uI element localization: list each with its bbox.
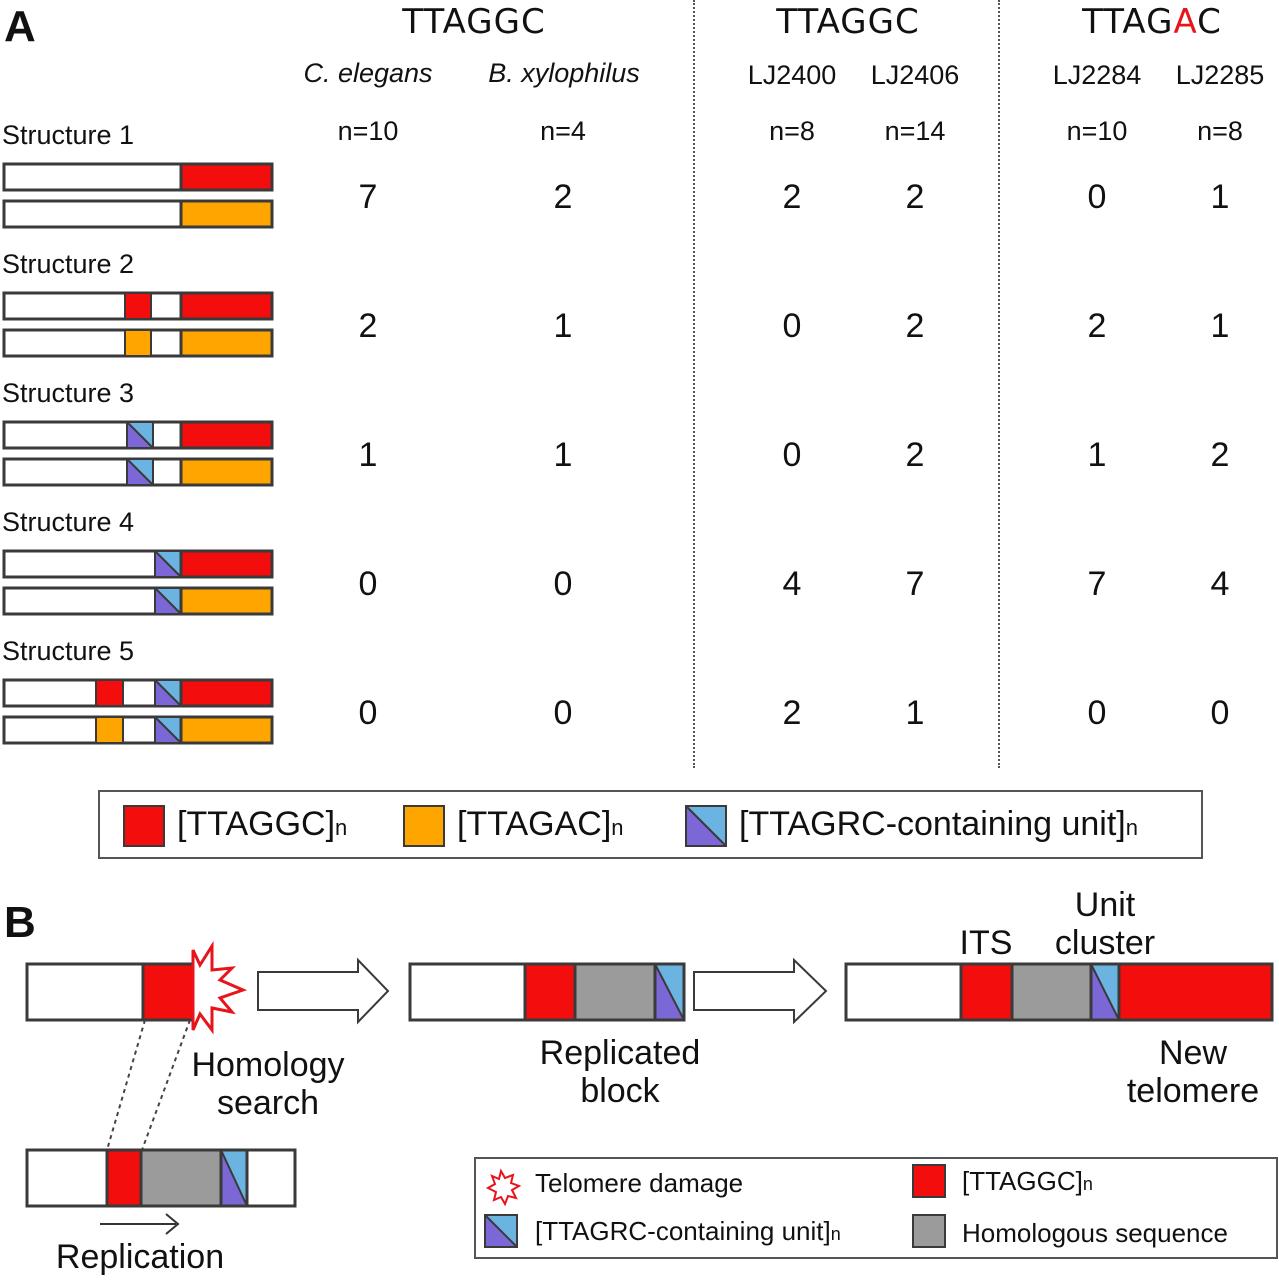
count-cell: 2 xyxy=(782,694,802,732)
count-cell: 1 xyxy=(1087,436,1107,474)
damaged-chromosome xyxy=(25,940,248,1035)
replicated-chromosome xyxy=(408,962,686,1022)
count-cell: 0 xyxy=(358,694,378,732)
count-cell: 2 xyxy=(358,307,378,345)
count-cell: 0 xyxy=(782,436,802,474)
count-cell: 0 xyxy=(1087,178,1107,216)
legend-ttagac: [TTAGAC]n xyxy=(457,805,624,843)
group-header-2: TTAGGC xyxy=(776,2,920,42)
column-n: n=10 xyxy=(1066,116,1128,146)
homology-line xyxy=(141,1019,191,1151)
process-arrow xyxy=(693,957,828,1025)
column-n: n=14 xyxy=(884,116,946,146)
count-cell: 2 xyxy=(782,178,802,216)
homologous-swatch xyxy=(912,1214,946,1248)
group-divider xyxy=(693,0,695,768)
replication-arrow xyxy=(100,1213,180,1235)
count-cell: 1 xyxy=(905,694,925,732)
count-cell: 4 xyxy=(782,565,802,603)
ttaggc-swatch xyxy=(912,1164,946,1198)
count-cell: 1 xyxy=(1210,178,1230,216)
count-cell: 1 xyxy=(553,436,573,474)
telomere-damage-icon xyxy=(485,1168,522,1207)
count-cell: 2 xyxy=(553,178,573,216)
column-n: n=10 xyxy=(337,116,399,146)
count-cell: 0 xyxy=(553,565,573,603)
count-cell: 7 xyxy=(358,178,378,216)
count-cell: 2 xyxy=(905,436,925,474)
group-header-1: TTAGGC xyxy=(402,2,546,42)
structure-title: Structure 3 xyxy=(2,378,135,408)
structure-2-bars xyxy=(2,291,274,358)
legend-ttaggc: [TTAGGC]n xyxy=(962,1166,1093,1196)
column-name: B. xylophilus xyxy=(488,58,640,88)
group-header-3: TTAGAC xyxy=(1082,2,1222,42)
count-cell: 0 xyxy=(553,694,573,732)
count-cell: 0 xyxy=(358,565,378,603)
count-cell: 2 xyxy=(905,178,925,216)
template-chromosome xyxy=(25,1148,297,1208)
structure-title: Structure 1 xyxy=(2,120,135,150)
ttaggc-swatch xyxy=(123,805,165,847)
column-n: n=8 xyxy=(1197,116,1243,146)
column-name: LJ2406 xyxy=(870,60,960,90)
homology-line xyxy=(106,1019,146,1151)
its-label: ITS xyxy=(959,924,1013,962)
structure-4-bars xyxy=(2,549,274,616)
count-cell: 0 xyxy=(1087,694,1107,732)
panel-a-legend-box xyxy=(98,790,1203,859)
structure-3-bars xyxy=(2,420,274,487)
structure-title: Structure 4 xyxy=(2,507,135,537)
replication-label: Replication xyxy=(55,1238,225,1276)
unit-swatch xyxy=(484,1214,518,1248)
count-cell: 0 xyxy=(782,307,802,345)
new-telomere-chromosome xyxy=(844,962,1274,1022)
column-n: n=4 xyxy=(540,116,586,146)
count-cell: 2 xyxy=(1210,436,1230,474)
structure-title: Structure 5 xyxy=(2,636,135,666)
panel-b-legend-box xyxy=(474,1157,1278,1259)
ttagac-swatch xyxy=(403,805,445,847)
legend-homologous: Homologous sequence xyxy=(962,1218,1228,1248)
structure-title: Structure 2 xyxy=(2,249,135,279)
column-name: LJ2284 xyxy=(1052,60,1142,90)
count-cell: 7 xyxy=(1087,565,1107,603)
unit-swatch xyxy=(685,805,727,847)
count-cell: 7 xyxy=(905,565,925,603)
process-arrow xyxy=(257,957,390,1025)
column-n: n=8 xyxy=(769,116,815,146)
column-name: LJ2400 xyxy=(747,60,837,90)
panel-a-label: A xyxy=(4,2,36,51)
structure-1-bars xyxy=(2,162,274,229)
legend-unit: [TTAGRC-containing unit]n xyxy=(739,805,1138,843)
count-cell: 1 xyxy=(1210,307,1230,345)
count-cell: 4 xyxy=(1210,565,1230,603)
legend-ttaggc: [TTAGGC]n xyxy=(177,805,348,843)
count-cell: 1 xyxy=(553,307,573,345)
legend-telomere-damage: Telomere damage xyxy=(535,1168,744,1198)
count-cell: 0 xyxy=(1210,694,1230,732)
telomere-damage-icon xyxy=(191,940,248,1035)
count-cell: 1 xyxy=(358,436,378,474)
count-cell: 2 xyxy=(1087,307,1107,345)
legend-unit: [TTAGRC-containing unit]n xyxy=(535,1216,841,1246)
group-divider xyxy=(998,0,1000,768)
panel-b-label: B xyxy=(4,898,36,947)
count-cell: 2 xyxy=(905,307,925,345)
structure-5-bars xyxy=(2,678,274,745)
column-name: LJ2285 xyxy=(1175,60,1265,90)
column-name: C. elegans xyxy=(303,58,433,88)
